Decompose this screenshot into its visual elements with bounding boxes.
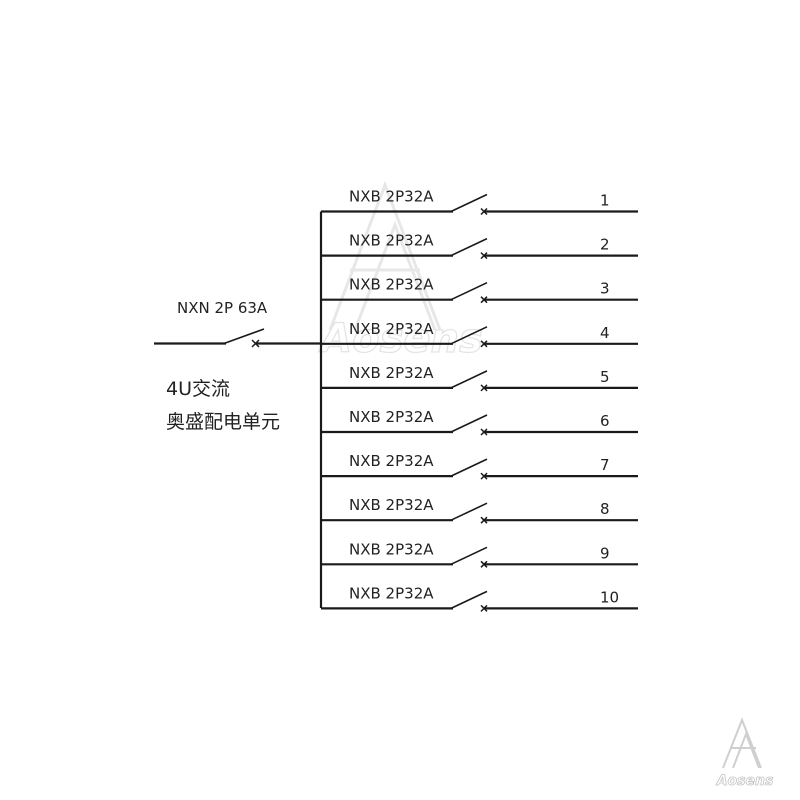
branch-circuit: NXB 2P32A 7 <box>321 452 638 480</box>
branch-number: 10 <box>600 588 619 606</box>
branch-breaker-label: NXB 2P32A <box>349 584 434 602</box>
branch-breaker-blade <box>450 237 488 257</box>
branch-circuit: NXB 2P32A 9 <box>321 540 638 568</box>
unit-label-line1: 4U交流 <box>166 378 230 400</box>
branch-number: 4 <box>600 324 610 342</box>
branch-circuit: NXB 2P32A 1 <box>321 188 638 216</box>
branch-breaker-label: NXB 2P32A <box>349 452 434 470</box>
branch-breaker-label: NXB 2P32A <box>349 540 434 558</box>
branch-breaker-label: NXB 2P32A <box>349 188 434 206</box>
branch-breaker-label: NXB 2P32A <box>349 496 434 514</box>
branch-breaker-blade <box>450 458 488 477</box>
branch-breaker-blade <box>450 546 488 566</box>
corner-watermark: Aosens <box>715 717 774 789</box>
branch-circuit: NXB 2P32A 2 <box>321 232 638 260</box>
branch-circuit: NXB 2P32A 3 <box>321 276 638 304</box>
branch-breaker-blade <box>450 590 488 610</box>
branch-circuit: NXB 2P32A 10 <box>321 584 638 612</box>
branch-circuit: NXB 2P32A 5 <box>321 364 638 392</box>
branch-breaker-label: NXB 2P32A <box>349 276 434 294</box>
main-breaker: NXN 2P 63A <box>154 299 321 348</box>
branch-circuit: NXB 2P32A 4 <box>321 320 638 348</box>
branch-number: 3 <box>600 280 610 298</box>
aosens-corner-logo-icon <box>722 717 762 769</box>
branch-number: 2 <box>600 236 610 254</box>
main-breaker-label: NXN 2P 63A <box>177 299 268 317</box>
branch-breaker-blade <box>450 281 488 301</box>
corner-watermark-text: Aosens <box>716 773 774 789</box>
branch-breaker-label: NXB 2P32A <box>349 364 434 382</box>
main-breaker-blade <box>223 328 265 345</box>
aosens-logo-icon <box>328 180 442 331</box>
branch-circuit: NXB 2P32A 8 <box>321 496 638 524</box>
branch-breaker-blade <box>450 370 488 389</box>
unit-label-line2: 奥盛配电单元 <box>166 411 280 433</box>
branch-breaker-blade <box>450 502 488 521</box>
branch-breaker-blade <box>450 326 488 345</box>
branch-breaker-label: NXB 2P32A <box>349 320 434 338</box>
branch-number: 1 <box>600 192 610 210</box>
branch-number: 7 <box>600 456 610 474</box>
branch-breaker-blade <box>450 193 488 213</box>
branch-breaker-blade <box>450 414 488 433</box>
branch-number: 6 <box>600 412 610 430</box>
branch-number: 5 <box>600 368 610 386</box>
branch-number: 8 <box>600 500 610 518</box>
branch-circuit: NXB 2P32A 6 <box>321 408 638 436</box>
center-watermark-text: Aosens <box>318 316 483 362</box>
branch-number: 9 <box>600 544 610 562</box>
branch-breaker-label: NXB 2P32A <box>349 408 434 426</box>
branch-breaker-label: NXB 2P32A <box>349 232 434 250</box>
center-watermark: Aosens <box>318 180 483 363</box>
